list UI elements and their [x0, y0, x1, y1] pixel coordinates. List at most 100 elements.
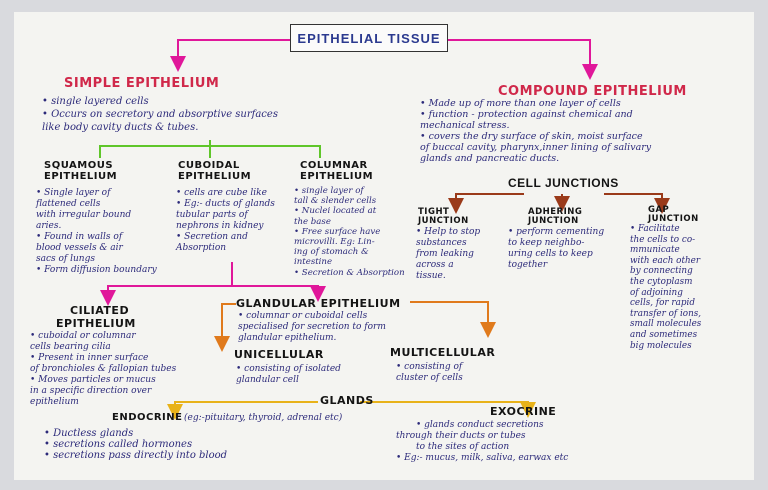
- squamous-line: blood vessels & air: [36, 243, 123, 253]
- arrow-to-tight: [448, 193, 524, 214]
- adhering-line: together: [508, 260, 548, 270]
- glandular-line: glandular epithelium.: [238, 333, 337, 343]
- ciliated-heading: CILIATED EPITHELIUM: [56, 304, 136, 330]
- compound-line: mechanical stress.: [420, 120, 510, 131]
- cuboidal-heading-line: CUBOIDAL: [178, 160, 240, 171]
- tight-line: from leaking: [416, 249, 474, 259]
- ciliated-line: epithelium: [30, 397, 79, 407]
- adhering-line: uring cells to keep: [508, 249, 593, 259]
- gap-line: mmunicate: [630, 245, 680, 256]
- cuboidal-line: tubular parts of: [176, 210, 248, 220]
- compound-line: • covers the dry surface of skin, moist …: [420, 131, 643, 142]
- squamous-line: flattened cells: [36, 199, 101, 209]
- gap-line: with each other: [630, 255, 701, 266]
- adhering-line: • perform cementing: [508, 227, 605, 237]
- endocrine-lines: • Ductless glands • secretions called ho…: [44, 428, 227, 461]
- gap-line: the cells to co-: [630, 234, 696, 245]
- glandular-line: specialised for secretion to form: [238, 322, 386, 332]
- gap-lines: • Facilitate the cells to co- mmunicate …: [630, 224, 701, 351]
- columnar-line: • single layer of: [294, 186, 364, 196]
- tight-lines: • Help to stop substances from leaking a…: [416, 227, 480, 282]
- columnar-heading-line: EPITHELIUM: [300, 171, 374, 182]
- squamous-line: with irregular bound: [36, 210, 132, 220]
- tight-line: tissue.: [416, 271, 446, 281]
- arrow-title-to-compound: [446, 39, 598, 80]
- columnar-line: tall & slender cells: [294, 196, 377, 207]
- glandular-lines: • columnar or cuboidal cells specialised…: [238, 311, 386, 344]
- cuboidal-line: • cells are cube like: [176, 188, 267, 198]
- endocrine-note: (eg:-pituitary, thyroid, adrenal etc): [184, 413, 343, 423]
- compound-line: • function - protection against chemical…: [420, 109, 633, 120]
- squamous-heading: SQUAMOUS EPITHELIUM: [44, 160, 117, 182]
- gap-line: and sometimes: [630, 329, 698, 340]
- tight-heading: TIGHT JUNCTION: [418, 208, 469, 226]
- arrow-to-multicellular: [410, 301, 496, 338]
- multicellular-heading: MULTICELLULAR: [390, 346, 496, 359]
- cuboidal-line: • Secretion and: [176, 232, 248, 242]
- exocrine-heading: EXOCRINE: [490, 405, 557, 418]
- columnar-line: • Secretion & Absorption: [294, 267, 405, 278]
- title-box: EPITHELIAL TISSUE: [290, 24, 448, 52]
- arrow-to-ciliated: [100, 262, 233, 306]
- gap-line: • Facilitate: [630, 224, 680, 234]
- exocrine-line: through their ducts or tubes: [396, 431, 526, 441]
- cuboidal-lines: • cells are cube like • Eg:- ducts of gl…: [176, 188, 275, 254]
- squamous-line: • Found in walls of: [36, 232, 123, 242]
- exocrine-line: • glands conduct secretions: [416, 420, 544, 430]
- columnar-heading: COLUMNAR EPITHELIUM: [300, 160, 373, 182]
- columnar-line: • Free surface have: [294, 226, 381, 237]
- page-title: EPITHELIAL TISSUE: [297, 30, 441, 46]
- arrow-to-glandular: [232, 285, 326, 302]
- glandular-line: • columnar or cuboidal cells: [238, 311, 368, 321]
- gap-line: cells, for rapid: [630, 298, 695, 309]
- columnar-line: ing of stomach &: [294, 247, 369, 258]
- compound-line: of buccal cavity, pharynx,inner lining o…: [420, 142, 652, 153]
- gap-heading-line: GAP: [648, 205, 670, 215]
- simple-line: like body cavity ducts & tubes.: [42, 122, 199, 133]
- columnar-heading-line: COLUMNAR: [300, 160, 368, 171]
- unicellular-heading: UNICELLULAR: [234, 348, 324, 361]
- adhering-heading-line: JUNCTION: [528, 216, 579, 226]
- tight-line: across a: [416, 260, 454, 270]
- columnar-line: intestine: [294, 257, 333, 268]
- squamous-heading-line: SQUAMOUS: [44, 160, 114, 171]
- arrow-title-to-simple: [170, 39, 290, 72]
- unicellular-lines: • consisting of isolated glandular cell: [236, 364, 341, 386]
- arrow-to-exocrine: [360, 401, 536, 418]
- cuboidal-heading-line: EPITHELIUM: [178, 171, 252, 182]
- arrow-to-endocrine: [167, 401, 318, 420]
- arrow-to-gap: [604, 193, 670, 214]
- ciliated-line: of bronchioles & fallopian tubes: [30, 364, 177, 374]
- multicellular-line: • consisting of: [396, 362, 463, 372]
- cuboidal-line: Absorption: [176, 243, 227, 253]
- gap-line: of adjoining: [630, 287, 683, 298]
- endocrine-line: • secretions called hormones: [44, 439, 193, 450]
- multicellular-line: cluster of cells: [396, 373, 463, 383]
- squamous-line: aries.: [36, 221, 62, 231]
- ciliated-heading-line: CILIATED: [70, 304, 130, 317]
- simple-heading: SIMPLE EPITHELIUM: [64, 76, 220, 91]
- compound-line: • Made up of more than one layer of cell…: [420, 98, 621, 109]
- ciliated-line: • Present in inner surface: [30, 353, 149, 363]
- ciliated-lines: • cuboidal or columnar cells bearing cil…: [30, 331, 176, 408]
- ciliated-line: in a specific direction over: [30, 386, 152, 396]
- squamous-lines: • Single layer of flattened cells with i…: [36, 188, 157, 276]
- unicellular-line: • consisting of isolated: [236, 364, 341, 374]
- tight-heading-line: TIGHT: [418, 207, 450, 217]
- arrow-to-unicellular: [214, 303, 236, 352]
- endocrine-line: • Ductless glands: [44, 428, 134, 439]
- gap-line: the cytoplasm: [630, 276, 693, 287]
- gap-line: by connecting: [630, 266, 693, 277]
- columnar-line: microvilli. Eg: Lin-: [294, 237, 375, 248]
- ciliated-line: cells bearing cilia: [30, 342, 111, 352]
- compound-lines: • Made up of more than one layer of cell…: [420, 98, 651, 164]
- glands-heading: GLANDS: [320, 394, 374, 407]
- squamous-line: • Single layer of: [36, 188, 111, 198]
- ciliated-heading-line: EPITHELIUM: [56, 317, 136, 330]
- junctions-heading: CELL JUNCTIONS: [508, 176, 619, 190]
- cuboidal-line: • Eg:- ducts of glands: [176, 199, 275, 209]
- compound-line: glands and pancreatic ducts.: [420, 153, 560, 164]
- simple-line: • single layered cells: [42, 96, 149, 107]
- adhering-lines: • perform cementing to keep neighbo- uri…: [508, 227, 604, 271]
